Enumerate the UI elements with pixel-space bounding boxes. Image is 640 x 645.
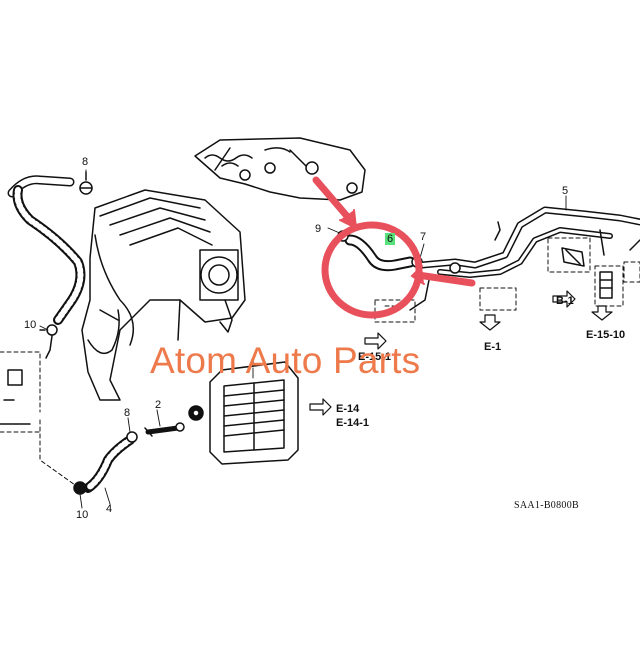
watermark-text: Atom Auto Parts (150, 340, 421, 381)
highlight-arrow-top (312, 176, 356, 226)
callout-1: 1 (250, 357, 257, 369)
left-detail-frame (0, 351, 76, 486)
ref-e15-10: E-15-10 (586, 329, 626, 341)
callout-6-label: 6 (385, 233, 396, 245)
pipe-assembly-5 (409, 206, 640, 311)
ref-b1: B-1 (556, 295, 574, 307)
hose-4 (83, 435, 135, 493)
filter-cover (209, 361, 299, 465)
highlight-overlay (312, 176, 476, 319)
small-connector-b1 (561, 247, 585, 267)
callout-6: 6 (385, 233, 396, 245)
callout-7: 7 (420, 231, 427, 243)
ref-e14-1: E-14-1 (336, 417, 370, 429)
highlight-circle (321, 221, 423, 319)
ref-e14: E-14 (336, 403, 360, 415)
callout-5: 5 (562, 185, 569, 197)
clip-8-bottom (126, 431, 138, 443)
left-small-parts (0, 369, 31, 425)
intake-manifold (81, 189, 246, 401)
callout-2: 2 (155, 399, 162, 411)
pcv-hose-6 (344, 234, 416, 272)
callout-9: 9 (315, 223, 322, 235)
callout-8-bottom: 8 (124, 407, 131, 419)
ref-e1: E-1 (484, 341, 502, 353)
left-long-hose (7, 175, 86, 325)
diagram-code: SAA1-B0800B (514, 500, 579, 511)
callout-10-bottom: 10 (76, 509, 89, 521)
bolt-2 (144, 422, 185, 437)
grommet-1 (188, 405, 204, 421)
callout-4: 4 (106, 503, 113, 515)
callout-8-top: 8 (82, 156, 89, 168)
ref-arrows (309, 290, 613, 416)
ref-frames-right (374, 237, 640, 323)
clip-10-top (39, 324, 58, 359)
highlight-arrow-right (414, 271, 476, 287)
callout-10-top: 10 (24, 319, 37, 331)
small-connector-e15-10 (599, 271, 613, 299)
clip-10-bottom (73, 481, 87, 495)
valve-cover (194, 137, 366, 201)
ref-e15-1: E-15-1 (358, 351, 392, 363)
leader-lines (39, 169, 567, 509)
